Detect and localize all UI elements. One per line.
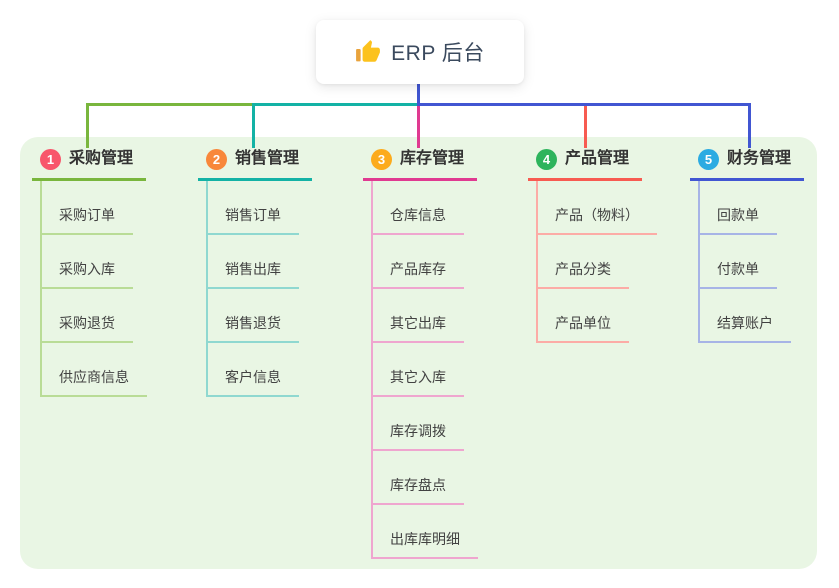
child-node[interactable]: 库存盘点 (373, 451, 464, 505)
child-label: 库存盘点 (390, 477, 446, 493)
branch-title-label: 产品管理 (565, 150, 630, 167)
connector-line (86, 103, 89, 148)
root-label: ERP 后台 (391, 42, 485, 65)
child-node[interactable]: 出库库明细 (373, 505, 478, 559)
child-node[interactable]: 库存调拨 (373, 397, 464, 451)
child-node[interactable]: 其它出库 (373, 289, 464, 343)
child-node[interactable]: 产品单位 (538, 289, 629, 343)
child-node[interactable]: 回款单 (700, 181, 777, 235)
child-node[interactable]: 销售退货 (208, 289, 299, 343)
child-node[interactable]: 产品库存 (373, 235, 464, 289)
child-node[interactable]: 其它入库 (373, 343, 464, 397)
child-node[interactable]: 销售出库 (208, 235, 299, 289)
connector-line (417, 84, 420, 104)
branch-node: 5 财务管理 回款单付款单结算账户 (690, 148, 804, 343)
child-label: 销售订单 (225, 207, 281, 223)
child-label: 出库库明细 (390, 531, 460, 547)
child-label: 其它出库 (390, 315, 446, 331)
child-label: 产品库存 (390, 261, 446, 277)
branch-children: 回款单付款单结算账户 (698, 181, 791, 343)
connector-line (417, 103, 751, 106)
child-label: 销售退货 (225, 315, 281, 331)
branch-children: 仓库信息产品库存其它出库其它入库库存调拨库存盘点出库库明细 (371, 181, 478, 559)
branch-number-badge: 4 (536, 148, 557, 170)
branch-title[interactable]: 4 产品管理 (528, 148, 642, 181)
child-label: 采购订单 (59, 207, 115, 223)
child-node[interactable]: 采购退货 (42, 289, 133, 343)
branch-children: 销售订单销售出库销售退货客户信息 (206, 181, 299, 397)
branch-node: 1 采购管理 采购订单采购入库采购退货供应商信息 (32, 148, 147, 397)
branch-number-badge: 2 (206, 148, 227, 170)
branch-title[interactable]: 5 财务管理 (690, 148, 804, 181)
branch-title[interactable]: 3 库存管理 (363, 148, 477, 181)
child-node[interactable]: 仓库信息 (373, 181, 464, 235)
branch-panel (20, 137, 817, 569)
child-label: 供应商信息 (59, 369, 129, 385)
root-node[interactable]: ERP 后台 (316, 20, 524, 84)
child-label: 回款单 (717, 207, 759, 223)
connector-line (584, 103, 587, 148)
branch-children: 产品（物料） 产品分类产品单位 (536, 181, 657, 343)
connector-line (417, 103, 420, 148)
branch-number-badge: 3 (371, 148, 392, 170)
branch-node: 4 产品管理 产品（物料） 产品分类产品单位 (528, 148, 657, 343)
branch-title[interactable]: 1 采购管理 (32, 148, 146, 181)
child-label: 产品（物料） (555, 207, 639, 223)
thumbs-up-icon (355, 39, 381, 65)
child-label: 付款单 (717, 261, 759, 277)
child-label: 结算账户 (717, 315, 773, 331)
child-label: 产品分类 (555, 261, 611, 277)
child-label: 采购入库 (59, 261, 115, 277)
child-label: 客户信息 (225, 369, 281, 385)
child-label: 其它入库 (390, 369, 446, 385)
child-node[interactable]: 采购入库 (42, 235, 133, 289)
child-node[interactable]: 供应商信息 (42, 343, 147, 397)
child-node[interactable]: 销售订单 (208, 181, 299, 235)
branch-title-label: 销售管理 (235, 150, 300, 167)
branch-title-label: 财务管理 (727, 150, 792, 167)
child-node[interactable]: 采购订单 (42, 181, 133, 235)
child-label: 仓库信息 (390, 207, 446, 223)
child-label: 库存调拨 (390, 423, 446, 439)
branch-title-label: 库存管理 (400, 150, 465, 167)
child-label: 采购退货 (59, 315, 115, 331)
child-node[interactable]: 结算账户 (700, 289, 791, 343)
child-node[interactable]: 产品（物料） (538, 181, 657, 235)
child-label: 产品单位 (555, 315, 611, 331)
branch-title-label: 采购管理 (69, 150, 134, 167)
branch-number-badge: 5 (698, 148, 719, 170)
branch-title[interactable]: 2 销售管理 (198, 148, 312, 181)
connector-line (252, 103, 419, 106)
connector-line (86, 103, 253, 106)
child-node[interactable]: 客户信息 (208, 343, 299, 397)
connector-line (748, 103, 751, 148)
connector-line (252, 103, 255, 148)
branch-node: 2 销售管理 销售订单销售出库销售退货客户信息 (198, 148, 312, 397)
child-node[interactable]: 付款单 (700, 235, 777, 289)
child-node[interactable]: 产品分类 (538, 235, 629, 289)
child-label: 销售出库 (225, 261, 281, 277)
branch-children: 采购订单采购入库采购退货供应商信息 (40, 181, 147, 397)
branch-number-badge: 1 (40, 148, 61, 170)
branch-node: 3 库存管理 仓库信息产品库存其它出库其它入库库存调拨库存盘点出库库明细 (363, 148, 478, 559)
